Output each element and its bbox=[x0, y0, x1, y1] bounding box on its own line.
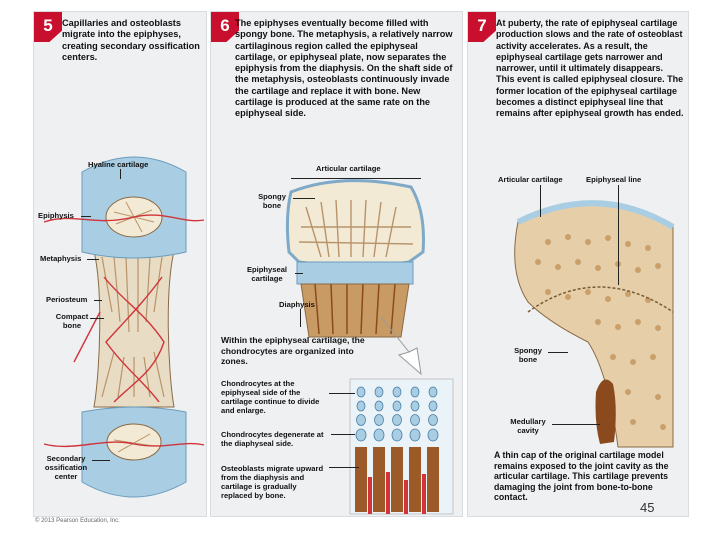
label-spongy-bone-7: Spongy bone bbox=[514, 346, 542, 364]
leader-medullary-cavity bbox=[552, 424, 600, 425]
panel-step-6: 6 The epiphyses eventually become filled… bbox=[210, 11, 463, 517]
epiphyseal-line-mark bbox=[527, 286, 674, 313]
bracket-articular-cartilage-6 bbox=[291, 178, 421, 179]
label-metaphysis: Metaphysis bbox=[40, 254, 82, 263]
leader-spongy-bone-6 bbox=[293, 198, 315, 199]
magnified-cartilage-zones bbox=[349, 378, 454, 515]
panel-6-epiphysis-illustration bbox=[285, 179, 454, 515]
leader-secondary-ossification bbox=[92, 460, 110, 461]
leader-zone-2 bbox=[331, 434, 355, 435]
diaphysis-shaft bbox=[300, 283, 410, 338]
adult-bone-spongy bbox=[514, 202, 674, 448]
zone-note-osteoblasts: Osteoblasts migrate upward from the diap… bbox=[221, 464, 324, 500]
label-diaphysis: Diaphysis bbox=[279, 300, 315, 309]
spongy-texture-7 bbox=[535, 234, 666, 430]
articular-cartilage-cap bbox=[516, 200, 675, 230]
panel-5-bone-illustration bbox=[43, 156, 205, 498]
medullary-cavity-shape bbox=[595, 379, 616, 444]
leader-articular-cartilage-7 bbox=[540, 185, 541, 217]
panel-step-5: 5 Capillaries and osteoblasts migrate in… bbox=[33, 11, 207, 517]
leader-hyaline bbox=[120, 169, 121, 179]
step-5-description: Capillaries and osteoblasts migrate into… bbox=[62, 18, 200, 62]
zone-note-degenerate: Chondrocytes degenerate at the diaphysea… bbox=[221, 430, 324, 448]
leader-periosteum bbox=[94, 300, 102, 301]
label-epiphyseal-line: Epiphyseal line bbox=[586, 175, 642, 184]
leader-epiphyseal-line bbox=[618, 185, 619, 285]
copyright-notice: © 2013 Pearson Education, Inc. bbox=[35, 518, 120, 524]
zones-caption: Within the epiphyseal cartilage, the cho… bbox=[221, 335, 365, 366]
label-spongy-bone-6: Spongy bone bbox=[258, 192, 286, 210]
leader-spongy-bone-7 bbox=[548, 352, 568, 353]
label-articular-cartilage-6: Articular cartilage bbox=[316, 164, 381, 173]
panel-step-7: 7 At puberty, the rate of epiphyseal car… bbox=[467, 11, 689, 517]
epiphysis-spongy-bone bbox=[285, 179, 425, 268]
step-7-description: At puberty, the rate of epiphyseal carti… bbox=[496, 18, 684, 119]
spongy-struts-6 bbox=[298, 199, 414, 258]
label-epiphyseal-cartilage: Epiphyseal cartilage bbox=[246, 265, 288, 283]
leader-epiphysis bbox=[81, 216, 91, 217]
leader-metaphysis bbox=[87, 259, 99, 260]
label-compact-bone: Compact bone bbox=[55, 312, 89, 330]
leader-epiphyseal-cartilage bbox=[295, 273, 303, 274]
label-periosteum: Periosteum bbox=[46, 295, 88, 304]
step-badge-5: 5 bbox=[34, 12, 62, 42]
leader-zone-3 bbox=[329, 467, 359, 468]
leader-diaphysis bbox=[300, 309, 301, 327]
leader-compact-bone bbox=[90, 318, 104, 319]
magnify-arrow bbox=[380, 316, 422, 376]
label-hyaline-cartilage: Hyaline cartilage bbox=[88, 160, 149, 169]
label-secondary-ossification-center: Secondary ossification center bbox=[44, 454, 88, 481]
leader-zone-1 bbox=[329, 393, 355, 394]
label-epiphysis: Epiphysis bbox=[38, 211, 74, 220]
step-6-description: The epiphyses eventually become filled w… bbox=[235, 18, 453, 119]
epiphyseal-plate bbox=[296, 261, 414, 285]
blood-vessels bbox=[43, 214, 205, 448]
panel-7-adult-bone-illustration bbox=[514, 200, 675, 448]
label-medullary-cavity: Medullary cavity bbox=[510, 417, 546, 435]
label-articular-cartilage-7: Articular cartilage bbox=[498, 175, 563, 184]
step-7-bottom-text: A thin cap of the original cartilage mod… bbox=[494, 450, 669, 503]
page-number: 45 bbox=[640, 500, 655, 515]
zone-note-divide-enlarge: Chondrocytes at the epiphyseal side of t… bbox=[221, 379, 320, 415]
